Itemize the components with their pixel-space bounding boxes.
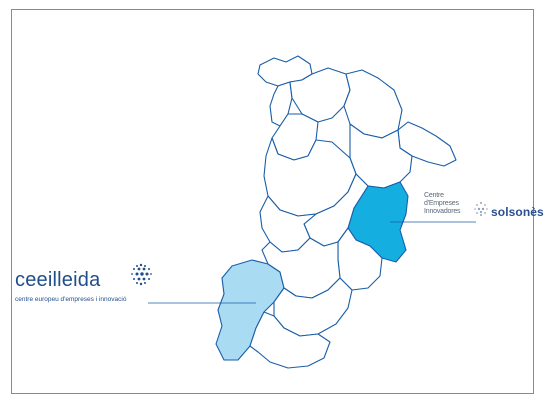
region-conca[interactable] [249, 311, 331, 369]
solsones-line-3: Innovadores [424, 208, 461, 215]
solsones-wordmark: solsonès [491, 205, 544, 219]
dot-globe-icon [474, 202, 488, 216]
region-map [148, 55, 476, 369]
region-pallars-sobira[interactable] [289, 67, 351, 123]
solsones-line-1: Centre [424, 192, 444, 199]
ceeilleida-logo: ceeilleida centre europeu d'empreses i i… [15, 262, 175, 312]
dot-globe-icon [131, 263, 152, 286]
ceeilleida-wordmark: ceeilleida [15, 269, 101, 291]
solsones-logo: Centre d'Empreses Innovadores solsonès [424, 192, 545, 224]
solsones-line-2: d'Empreses [424, 200, 459, 207]
ceeilleida-tagline: centre europeu d'empreses i innovació [15, 296, 127, 303]
map-frame [11, 9, 534, 394]
